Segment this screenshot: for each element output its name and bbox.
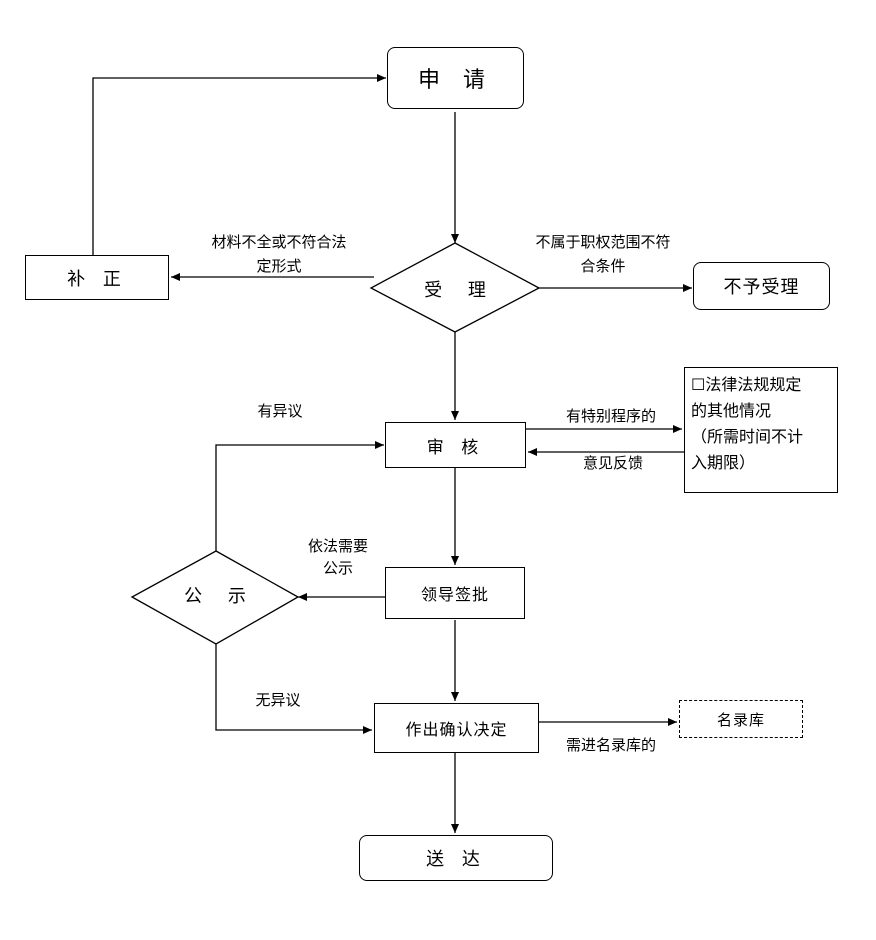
accept-diamond — [369, 242, 541, 333]
not-in-scope-label-line1: 不属于职权范围不符 — [535, 233, 671, 251]
publicize-diamond — [130, 550, 300, 645]
arrow-correct-to-apply — [92, 74, 386, 255]
deliver-node: 送 达 — [359, 835, 553, 881]
need-registry-label: 需进名录库的 — [565, 736, 656, 754]
leader-node: 领导签批 — [385, 567, 525, 619]
need-publicize-label-line2: 公示 — [322, 559, 353, 577]
need-publicize-label-line1: 依法需要 — [307, 537, 368, 555]
apply-label: 申 请 — [418, 68, 493, 93]
correct-node: 补 正 — [25, 255, 169, 300]
note-line: （所需时间不计 — [691, 427, 804, 446]
registry-label: 名录库 — [716, 710, 765, 729]
not-in-scope-label-line2: 合条件 — [580, 257, 626, 275]
note-line: ☐法律法规规定 — [691, 375, 802, 394]
registry-node: 名录库 — [679, 700, 803, 738]
reject-label: 不予受理 — [723, 277, 800, 298]
objection-label: 有异议 — [257, 402, 303, 420]
no-objection-label: 无异议 — [255, 691, 301, 709]
leader-label: 领导签批 — [420, 585, 489, 604]
accept-label: 受 理 — [424, 280, 496, 301]
note-line: 入期限） — [691, 453, 756, 472]
deliver-label: 送 达 — [426, 849, 486, 870]
apply-node: 申 请 — [387, 47, 524, 109]
arrow-publicize-to-review — [215, 441, 384, 551]
reject-node: 不予受理 — [693, 262, 830, 310]
decide-node: 作出确认决定 — [374, 703, 539, 753]
incomplete-label-line1: 材料不全或不符合法 — [211, 233, 347, 251]
decide-label: 作出确认决定 — [405, 720, 508, 739]
special-procedure-label: 有特别程序的 — [565, 407, 656, 425]
review-label: 审 核 — [426, 437, 485, 458]
arrow-publicize-to-decide — [215, 644, 372, 734]
feedback-label: 意见反馈 — [582, 454, 643, 472]
special-procedure-note: ☐法律法规规定 的其他情况 （所需时间不计 入期限） — [684, 367, 838, 493]
correct-label: 补 正 — [67, 268, 127, 290]
incomplete-label-line2: 定形式 — [256, 257, 302, 275]
review-node: 审 核 — [385, 422, 526, 468]
note-line: 的其他情况 — [691, 401, 772, 420]
publicize-label: 公 示 — [184, 586, 256, 607]
